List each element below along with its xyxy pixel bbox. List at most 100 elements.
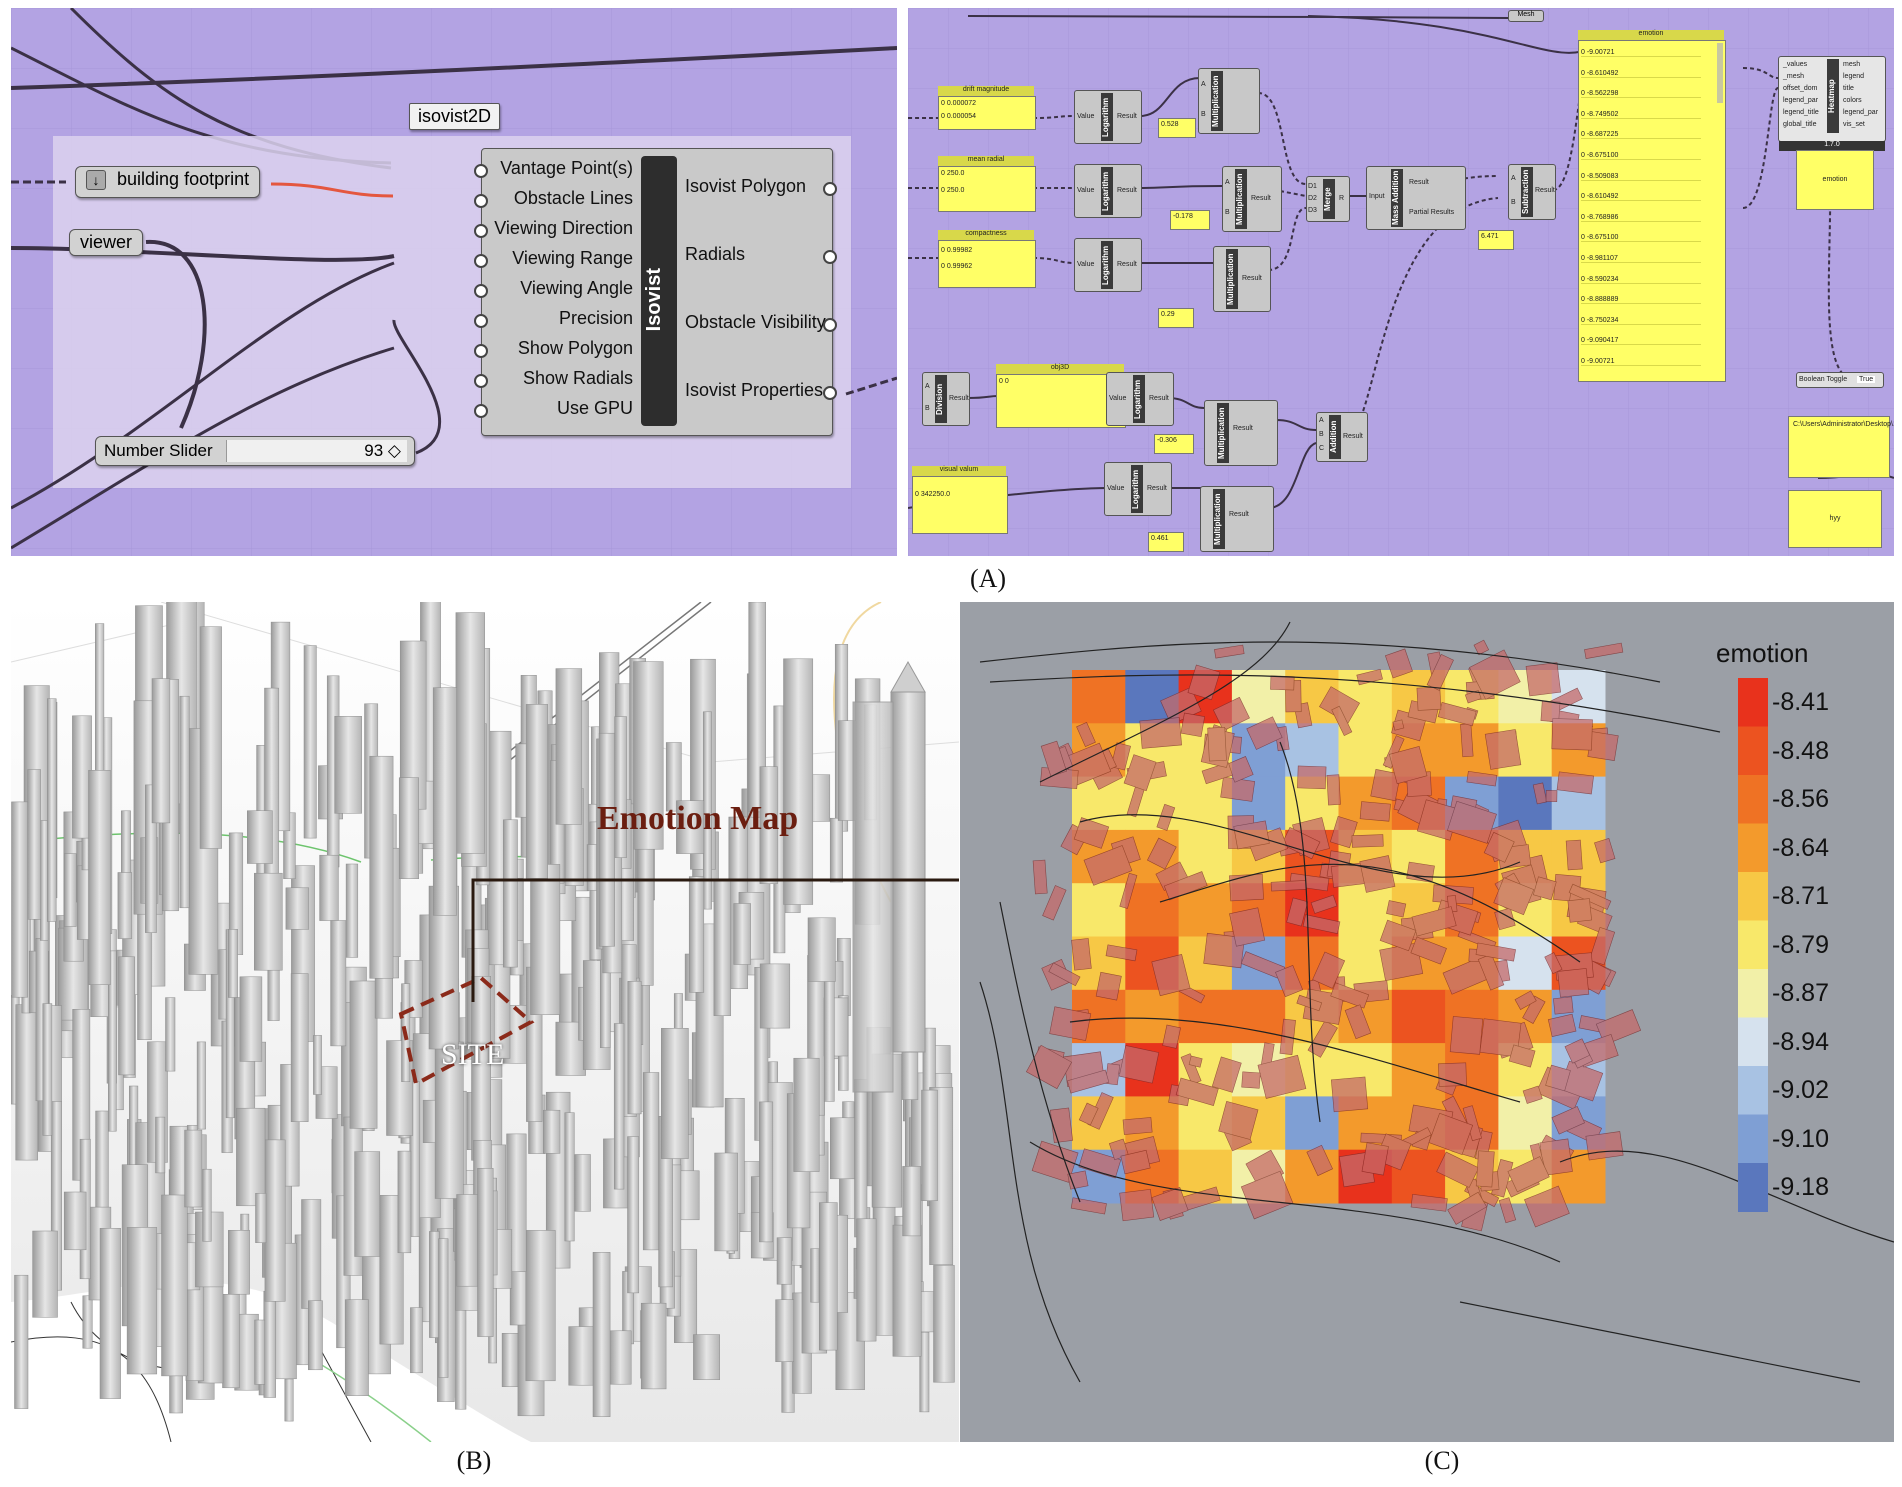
building-block (598, 732, 615, 947)
output-pin[interactable] (823, 386, 837, 400)
legend-label: -8.56 (1772, 785, 1829, 813)
building-footprint (1139, 717, 1182, 749)
viewer-param[interactable]: viewer (69, 229, 144, 256)
input-pin[interactable] (474, 224, 488, 238)
input-pin[interactable] (474, 254, 488, 268)
building-block (543, 1109, 561, 1154)
output-pin[interactable] (823, 318, 837, 332)
value-label: Value (1077, 113, 1095, 120)
mass-addition-node[interactable]: Input Mass Addition Result Partial Resul… (1366, 166, 1466, 230)
result-label: Result (1535, 187, 1555, 194)
input-pin[interactable] (474, 404, 488, 418)
input-pin[interactable] (474, 374, 488, 388)
logarithm-node[interactable]: Value Logarithm Result (1074, 90, 1142, 144)
building-footprint-param[interactable]: ↓ building footprint (75, 166, 261, 198)
legend-label: -8.48 (1772, 737, 1829, 765)
building-block (308, 1300, 323, 1371)
value-label: Value (1107, 485, 1125, 492)
output-pin[interactable] (823, 250, 837, 264)
constant-panel[interactable]: 0.528 (1158, 118, 1196, 138)
panel-title-emotion: emotion (1578, 30, 1724, 40)
building-block (592, 1252, 611, 1417)
building-footprint (1532, 876, 1557, 901)
multiplication-node[interactable]: A B Multiplication (1198, 68, 1260, 134)
heatmap-input: offset_dom (1783, 85, 1818, 92)
building-block (733, 903, 751, 965)
input-pin[interactable] (474, 194, 488, 208)
building-footprint (1119, 1189, 1155, 1222)
building-block (410, 1307, 423, 1374)
logarithm-node[interactable]: Value Logarithm Result (1104, 462, 1172, 516)
panel-compactness[interactable]: 0 0.99982 0 0.99962 (938, 240, 1036, 288)
multiplication-node[interactable]: Multiplication Result (1204, 400, 1278, 466)
mesh-param[interactable]: Mesh (1508, 10, 1544, 22)
legend-swatch (1738, 726, 1768, 776)
output-pin[interactable] (823, 182, 837, 196)
input-pin[interactable] (474, 314, 488, 328)
panel-row: 0 342250.0 (915, 491, 951, 498)
emotion-value-row: 0 -8.750234 (1581, 317, 1701, 325)
input-pin[interactable] (474, 344, 488, 358)
building-footprint (1330, 982, 1370, 1009)
building-footprint (1466, 770, 1498, 787)
building-footprint (1584, 642, 1624, 659)
building-footprint (1083, 845, 1133, 886)
logarithm-core: Logarithm (1133, 375, 1145, 423)
road-line (1559, 1150, 1894, 1243)
building-footprint (1331, 705, 1353, 737)
subtraction-node[interactable]: A B Subtraction Result (1508, 164, 1556, 220)
path-panel[interactable]: C:\Users\Administrator\Desktop\11 (1788, 416, 1894, 478)
building-footprint (1522, 995, 1546, 1024)
heatmap-cell (1178, 989, 1233, 1044)
building-block (614, 716, 627, 858)
addition-node[interactable]: A B C Addition Result (1316, 412, 1368, 462)
building-block (830, 1117, 856, 1180)
building-footprint (1351, 834, 1384, 848)
number-slider[interactable]: Number Slider 93 ◇ (95, 436, 415, 466)
logarithm-node[interactable]: Value Logarithm Result (1106, 372, 1174, 426)
building-block (627, 981, 642, 1115)
constant-panel[interactable]: -0.178 (1170, 210, 1210, 230)
building-footprint (1449, 1016, 1484, 1055)
logarithm-node[interactable]: Value Logarithm Result (1074, 164, 1142, 218)
building-footprint (1479, 1018, 1522, 1058)
constant-panel[interactable]: 0.461 (1148, 532, 1184, 552)
boolean-toggle[interactable]: Boolean Toggle True (1796, 372, 1884, 388)
constant-panel[interactable]: 0.29 (1158, 308, 1194, 328)
building-footprint (1379, 919, 1417, 952)
building-block (807, 917, 836, 982)
building-footprint (1048, 962, 1081, 987)
building-footprint (1416, 686, 1442, 711)
constant-panel[interactable]: 6.471 (1478, 230, 1514, 250)
merge-node[interactable]: D1 D2 D3 Merge R (1306, 176, 1350, 222)
panel-visual-valum[interactable]: 0 342250.0 (912, 476, 1008, 534)
building-footprint (1042, 885, 1067, 921)
road-line (999, 901, 1081, 1203)
panel-scrollbar[interactable] (1717, 43, 1723, 103)
input-pin[interactable] (474, 164, 488, 178)
multiplication-node[interactable]: A B Multiplication Result (1222, 166, 1282, 232)
heatmap-cell (1498, 776, 1553, 831)
logarithm-node[interactable]: Value Logarithm Result (1074, 238, 1142, 292)
input-pin[interactable] (474, 284, 488, 298)
building-block (263, 1290, 276, 1398)
building-block (27, 769, 41, 920)
panel-mean-radial[interactable]: 0 250.0 0 250.0 (938, 166, 1036, 212)
legend-swatch (1738, 1163, 1768, 1212)
result-label: Result (1117, 261, 1137, 268)
group-label-isovist2d[interactable]: isovist2D (409, 103, 501, 130)
panel-obj3d[interactable]: 0 0 (996, 374, 1126, 428)
division-node[interactable]: A B Division Result (922, 372, 970, 426)
multiplication-node[interactable]: Multiplication Result (1200, 486, 1274, 552)
panel-drift-magnitude[interactable]: 0 0.000072 0 0.000054 (938, 96, 1036, 130)
slider-track[interactable]: 93 ◇ (226, 440, 407, 462)
hyy-panel[interactable]: hyy (1788, 490, 1882, 548)
building-block (776, 1237, 792, 1285)
multiplication-node[interactable]: Multiplication Result (1213, 246, 1271, 312)
constant-panel[interactable]: -0.306 (1154, 434, 1194, 454)
logarithm-core: Logarithm (1101, 167, 1113, 215)
emotion-title-panel[interactable]: emotion (1796, 150, 1874, 210)
merge-input: D2 (1308, 195, 1317, 202)
